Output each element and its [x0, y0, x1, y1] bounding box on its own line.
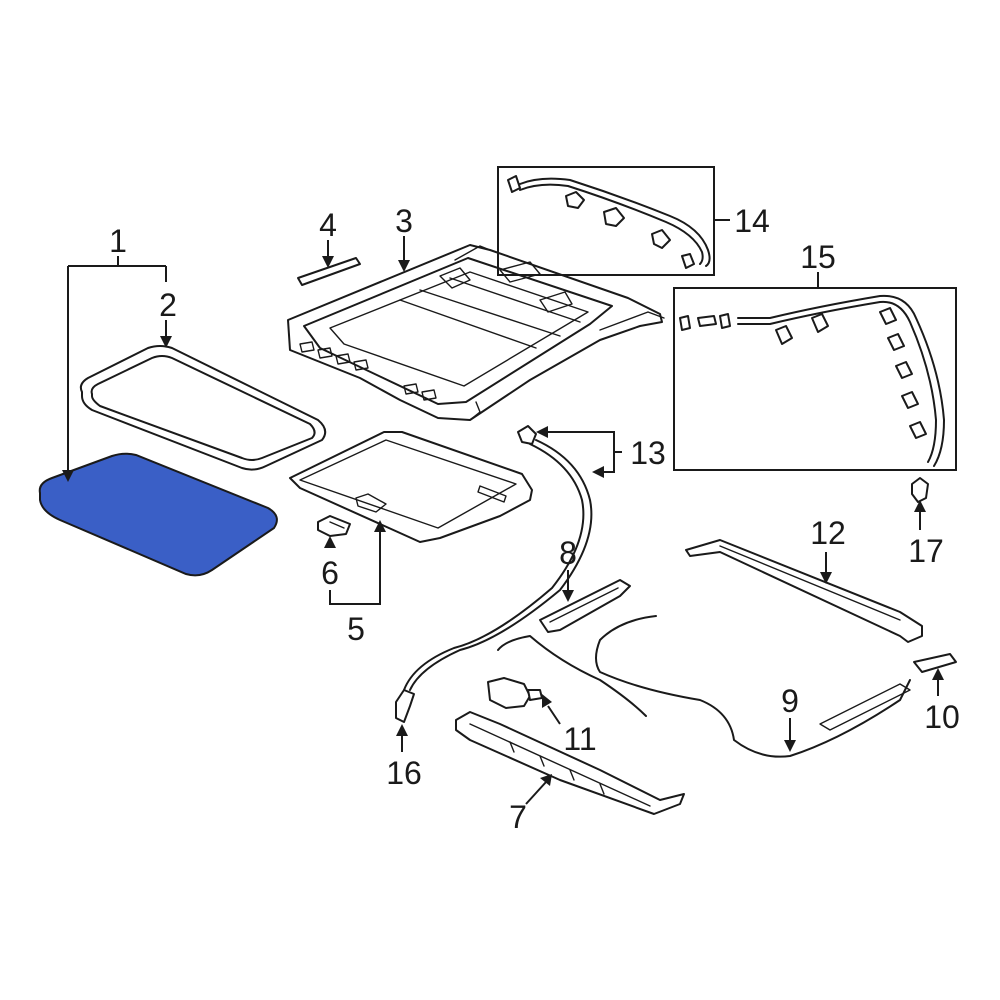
- rail-end-cap[interactable]: [913, 653, 957, 673]
- glass-panel[interactable]: [38, 452, 278, 577]
- callout-16: 16: [386, 755, 422, 791]
- right-guide-rail[interactable]: [685, 539, 923, 643]
- callout-7: 7: [509, 799, 527, 835]
- callout-17: 17: [908, 533, 944, 569]
- rear-hose-connector[interactable]: [911, 477, 929, 503]
- leader-lines: [62, 219, 944, 805]
- rear-drain-hose-kit[interactable]: [673, 287, 957, 471]
- weatherstrip[interactable]: [297, 257, 361, 286]
- callout-13: 13: [630, 435, 666, 471]
- front-drain-hose[interactable]: [403, 425, 593, 691]
- callout-6: 6: [321, 555, 339, 591]
- rear-hose-kit-box: [673, 287, 957, 471]
- front-drain-hose-kit[interactable]: [497, 166, 715, 276]
- callout-15: 15: [800, 239, 836, 275]
- front-guide-rail[interactable]: [455, 711, 685, 815]
- callout-10: 10: [924, 699, 960, 735]
- glass-panel-shape[interactable]: [38, 452, 278, 577]
- callout-3: 3: [395, 203, 413, 239]
- callout-4: 4: [319, 207, 337, 243]
- sunroof-frame[interactable]: [287, 244, 665, 421]
- glass-seal[interactable]: [79, 345, 327, 471]
- sunshade-handle[interactable]: [317, 515, 351, 537]
- callout-2: 2: [159, 287, 177, 323]
- callout-8: 8: [559, 535, 577, 571]
- sunroof-motor[interactable]: [487, 677, 543, 709]
- callout-12: 12: [810, 515, 846, 551]
- front-hose-connector[interactable]: [395, 689, 415, 723]
- callout-11: 11: [563, 721, 596, 757]
- callout-labels: 1 2 3 4 5 6 7 8 9 10 11 12 13 14 15 16 1…: [109, 203, 960, 835]
- callout-14: 14: [734, 203, 770, 239]
- left-guide-rail[interactable]: [539, 579, 631, 633]
- callout-9: 9: [781, 683, 799, 719]
- callout-1: 1: [109, 223, 127, 259]
- drive-cable-assembly[interactable]: [497, 615, 911, 758]
- callout-5: 5: [347, 611, 365, 647]
